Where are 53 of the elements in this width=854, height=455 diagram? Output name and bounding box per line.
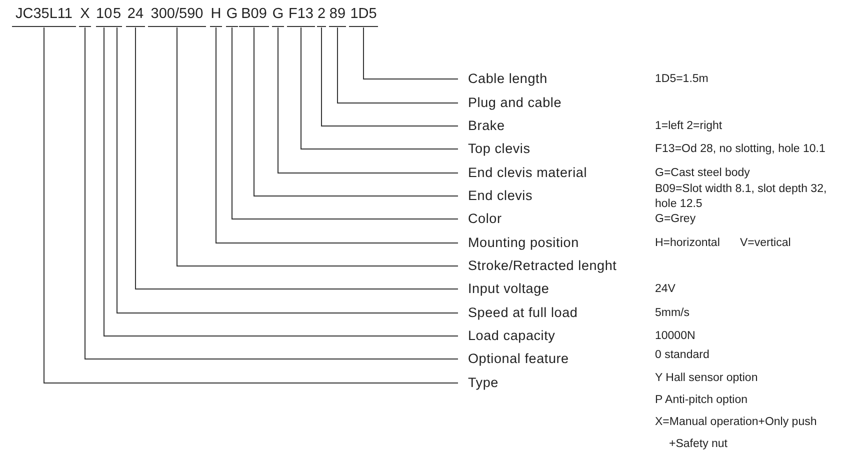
code-segment: 5 — [112, 2, 122, 27]
option-description: V=vertical — [740, 236, 791, 251]
option-description: Y Hall sensor option — [655, 371, 758, 386]
leader-line — [44, 27, 458, 384]
field-label: End clevis — [458, 186, 533, 206]
code-segment: 2 — [317, 2, 326, 27]
leader-line — [300, 27, 458, 150]
code-segment: X — [79, 2, 91, 27]
leader-line — [337, 27, 458, 104]
field-label: Cable length — [458, 69, 548, 89]
code-segment: 300/590 — [148, 2, 206, 27]
leader-line — [176, 27, 458, 266]
code-segment: F13 — [287, 2, 315, 27]
field-label: Load capacity — [458, 326, 556, 346]
option-description: 0 standard — [655, 348, 710, 363]
code-segment: JC35L11 — [12, 2, 76, 27]
field-label: Optional feature — [458, 349, 569, 369]
code-segment: H — [210, 2, 222, 27]
field-label: End clevis material — [458, 163, 587, 183]
option-description: 24V — [655, 282, 676, 297]
option-description: G=Cast steel body — [655, 166, 750, 181]
code-segment: G — [226, 2, 238, 27]
option-description: 10000N — [655, 329, 696, 344]
option-description: P Anti-pitch option — [655, 393, 748, 408]
code-segment: G — [272, 2, 284, 27]
leader-line — [321, 27, 458, 126]
option-description: 5mm/s — [655, 306, 690, 321]
leader-line — [232, 27, 458, 220]
option-description: 1=left 2=right — [655, 119, 722, 134]
option-description: H=horizontal — [655, 236, 720, 251]
field-label: Input voltage — [458, 279, 550, 299]
leader-line — [254, 27, 458, 196]
option-description: F13=Od 28, no slotting, hole 10.1 — [655, 142, 826, 157]
code-segment: 24 — [126, 2, 145, 27]
field-label: Top clevis — [458, 139, 530, 159]
option-description: B09=Slot width 8.1, slot depth 32, hole 12.5 — [655, 182, 828, 212]
leader-line — [216, 27, 458, 244]
option-description: 1D5=1.5m — [655, 72, 708, 87]
code-segment: B09 — [239, 2, 269, 27]
leader-line — [278, 27, 458, 174]
code-segment: 89 — [329, 2, 346, 27]
option-description: X=Manual operation+Only push +Safety nut — [655, 415, 818, 452]
leader-line — [363, 27, 458, 80]
field-label: Type — [458, 373, 498, 393]
field-label: Brake — [458, 116, 505, 136]
field-label: Mounting position — [458, 233, 579, 253]
option-description: G=Grey — [655, 212, 696, 227]
code-segment: 1D5 — [349, 2, 378, 27]
field-label: Speed at full load — [458, 303, 578, 323]
code-segment: 10 — [96, 2, 112, 27]
field-label: Plug and cable — [458, 93, 562, 113]
field-label: Color — [458, 209, 502, 229]
field-label: Stroke/Retracted lenght — [458, 256, 617, 276]
